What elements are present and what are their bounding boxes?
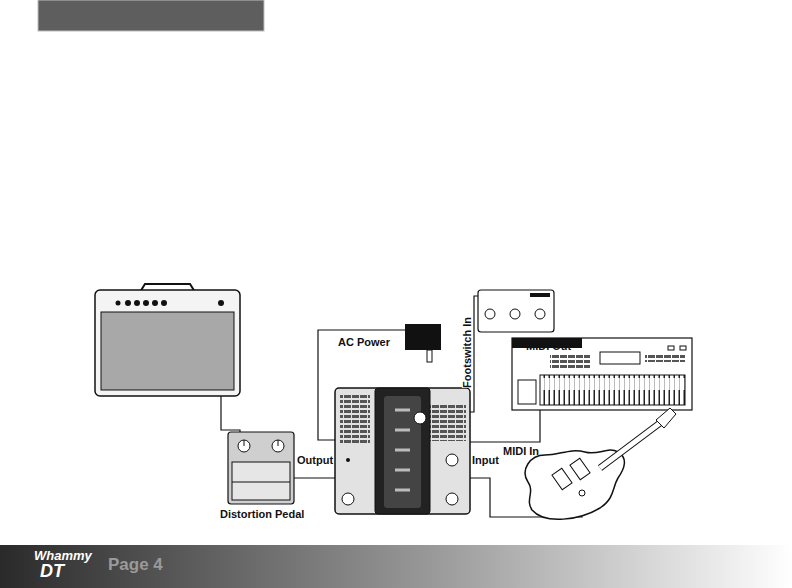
connection-label: Input bbox=[472, 455, 499, 466]
logo-text: DT bbox=[40, 562, 64, 580]
guitar-amp bbox=[95, 284, 240, 396]
electric-guitar bbox=[525, 408, 676, 519]
power-adapter bbox=[405, 324, 441, 362]
device-label: Distortion Pedal bbox=[220, 509, 304, 520]
connection-label: MIDI In bbox=[503, 446, 539, 457]
connection-label: Output bbox=[297, 455, 333, 466]
page-number: Page 4 bbox=[108, 556, 163, 573]
header-band bbox=[38, 0, 264, 31]
footer-bar bbox=[0, 545, 792, 588]
whammy-pedal bbox=[335, 388, 470, 514]
distortion-pedal bbox=[228, 432, 294, 504]
connection-label: MIDI Out bbox=[526, 341, 571, 352]
connection-label: Footswitch In bbox=[461, 317, 472, 388]
footswitch bbox=[478, 290, 554, 332]
midi-keyboard bbox=[512, 338, 692, 410]
connection-label: AC Power bbox=[338, 337, 390, 348]
logo-text: Whammy bbox=[34, 549, 92, 562]
